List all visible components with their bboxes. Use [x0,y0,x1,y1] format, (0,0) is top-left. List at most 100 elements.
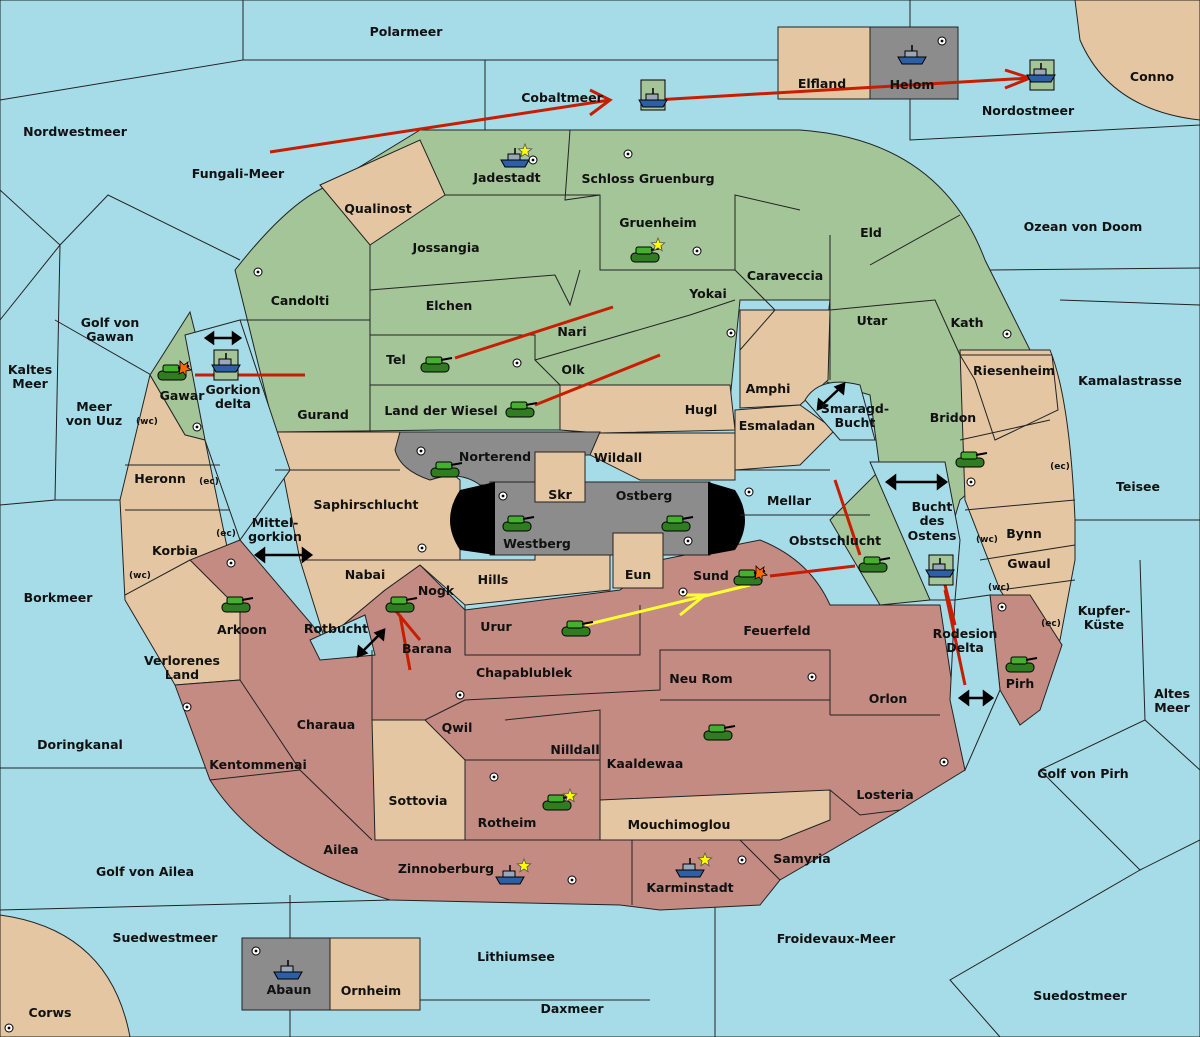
territory-label-hugl[interactable]: Hugl [685,402,718,417]
sea-label-borkmeer: Borkmeer [24,590,94,605]
territory-label-amphi[interactable]: Amphi [746,381,791,396]
territory-label-ostberg[interactable]: Ostberg [616,488,673,503]
passage-arrows [203,330,995,707]
coast-label: (ec) [1041,619,1061,629]
territory-label-feuerfeld[interactable]: Feuerfeld [743,623,810,638]
territory-label-eun[interactable]: Eun [625,567,651,582]
sea-label-altes-meer: Altes [1154,686,1190,701]
territory-label-mellar[interactable]: Mellar [767,493,812,508]
fleet-unit-icon [211,353,241,373]
territory-label-jossangia[interactable]: Jossangia [411,240,479,255]
territory-label-bridon[interactable]: Bridon [930,410,976,425]
territory-label-saphir[interactable]: Saphirschlucht [314,497,419,512]
territory-label-zinnoberburg[interactable]: Zinnoberburg [398,861,494,876]
territory-label-abaun[interactable]: Abaun [267,982,312,997]
territory-label-urur[interactable]: Urur [480,619,512,634]
sea-label-kaltes-meer: Kaltes [8,362,52,377]
territory-label-schloss[interactable]: Schloss Gruenburg [581,171,714,186]
territory-label-pirh[interactable]: Pirh [1006,676,1035,691]
territory-label-nari[interactable]: Nari [557,324,586,339]
territory-label-arkoon[interactable]: Arkoon [217,622,267,637]
territory-label-skr[interactable]: Skr [548,487,572,502]
supply-center-dot-core [681,590,685,594]
territory-label-gwaul[interactable]: Gwaul [1007,556,1050,571]
territory-skr[interactable] [534,451,586,503]
fleet-unit-icon [897,45,927,65]
territory-label-barana[interactable]: Barana [402,641,452,656]
territory-label-caraveccia[interactable]: Caraveccia [747,268,823,283]
territory-label-wildall[interactable]: Wildall [594,450,642,465]
supply-center-dot-core [7,1026,11,1030]
territory-label-heronn[interactable]: Heronn [134,471,186,486]
dislodged-burst-icon [754,565,768,583]
territory-label-kath[interactable]: Kath [951,315,984,330]
supply-center-dot-core [747,490,751,494]
territory-label-verlorenes[interactable]: Land [165,667,199,682]
territory-label-karminstadt[interactable]: Karminstadt [646,880,733,895]
territory-label-mouchimoglou[interactable]: Mouchimoglou [628,817,731,832]
territory-label-nilldall[interactable]: Nilldall [550,742,599,757]
territory-label-hills[interactable]: Hills [478,572,509,587]
territory-label-kaaldewaa[interactable]: Kaaldewaa [607,756,684,771]
territory-label-losteria[interactable]: Losteria [856,787,913,802]
territory-hugl[interactable] [559,384,736,434]
territory-label-nogk[interactable]: Nogk [418,583,455,598]
territory-label-korbia[interactable]: Korbia [152,543,198,558]
territory-eun[interactable] [612,532,664,589]
territory-label-olk[interactable]: Olk [561,362,585,377]
territory-label-orlon[interactable]: Orlon [869,691,908,706]
territory-label-gurand[interactable]: Gurand [297,407,349,422]
sea-label-lithiumsee: Lithiumsee [477,949,555,964]
territory-label-qwil[interactable]: Qwil [442,720,473,735]
sea-label-smaragd: Bucht [835,415,876,430]
sea-label-bucht-ostens: des [920,513,945,528]
territory-label-kentommenai[interactable]: Kentommenai [209,757,307,772]
territory-label-elfland[interactable]: Elfland [798,76,846,91]
territory-label-eld[interactable]: Eld [860,225,882,240]
supply-center-dot-core [185,705,189,709]
territory-label-neurom[interactable]: Neu Rom [669,671,732,686]
corws-island [0,914,131,1037]
territory-label-sottovia[interactable]: Sottovia [389,793,448,808]
territory-label-esmaladan[interactable]: Esmaladan [739,418,815,433]
territory-label-chapablublek[interactable]: Chapablublek [476,665,573,680]
army-unit-icon [858,556,891,573]
army-unit-icon [385,596,418,613]
territory-label-yokai[interactable]: Yokai [688,286,727,301]
territory-label-helom[interactable]: Helom [890,77,935,92]
army-unit-icon [955,451,988,468]
territory-label-ornheim[interactable]: Ornheim [341,983,401,998]
territory-label-gruenheim[interactable]: Gruenheim [619,215,696,230]
fleet-unit-icon [925,558,955,578]
territory-ornheim[interactable] [329,937,421,1011]
territory-label-bynn[interactable]: Bynn [1006,526,1041,541]
territory-label-obstschlucht[interactable]: Obstschlucht [789,533,881,548]
territory-label-charaua[interactable]: Charaua [297,717,355,732]
territory-label-norterend[interactable]: Norterend [459,449,531,464]
territory-label-ailea[interactable]: Ailea [323,842,358,857]
sea-label-bucht-ostens: Ostens [908,528,957,543]
territory-label-gawar[interactable]: Gawar [160,388,206,403]
territory-label-riesenheim[interactable]: Riesenheim [973,363,1055,378]
home-center-star-icon [516,857,532,873]
territory-label-utar[interactable]: Utar [857,313,889,328]
territory-label-samyria[interactable]: Samyria [773,851,831,866]
sea-label-doringkanal: Doringkanal [37,737,123,752]
territory-label-rotheim[interactable]: Rotheim [478,815,537,830]
sea-label-bucht-ostens: Bucht [912,499,953,514]
army-unit-icon [1005,656,1038,673]
territory-label-wiesel[interactable]: Land der Wiesel [384,403,497,418]
sea-label-daxmeer: Daxmeer [540,1001,604,1016]
territory-label-verlorenes[interactable]: Verlorenes [144,653,220,668]
territory-label-sund[interactable]: Sund [693,568,729,583]
territory-label-qualinost[interactable]: Qualinost [344,201,411,216]
territory-label-westberg[interactable]: Westberg [503,536,571,551]
territory-label-elchen[interactable]: Elchen [426,298,473,313]
territory-label-candolti[interactable]: Candolti [271,293,330,308]
territory-label-nabai[interactable]: Nabai [345,567,386,582]
sea-label-rotbucht: Rotbucht [304,621,368,636]
mountain-west [450,482,495,555]
army-unit-icon [630,246,663,263]
territory-label-tel[interactable]: Tel [386,352,406,367]
territory-label-jadestadt[interactable]: Jadestadt [472,170,540,185]
